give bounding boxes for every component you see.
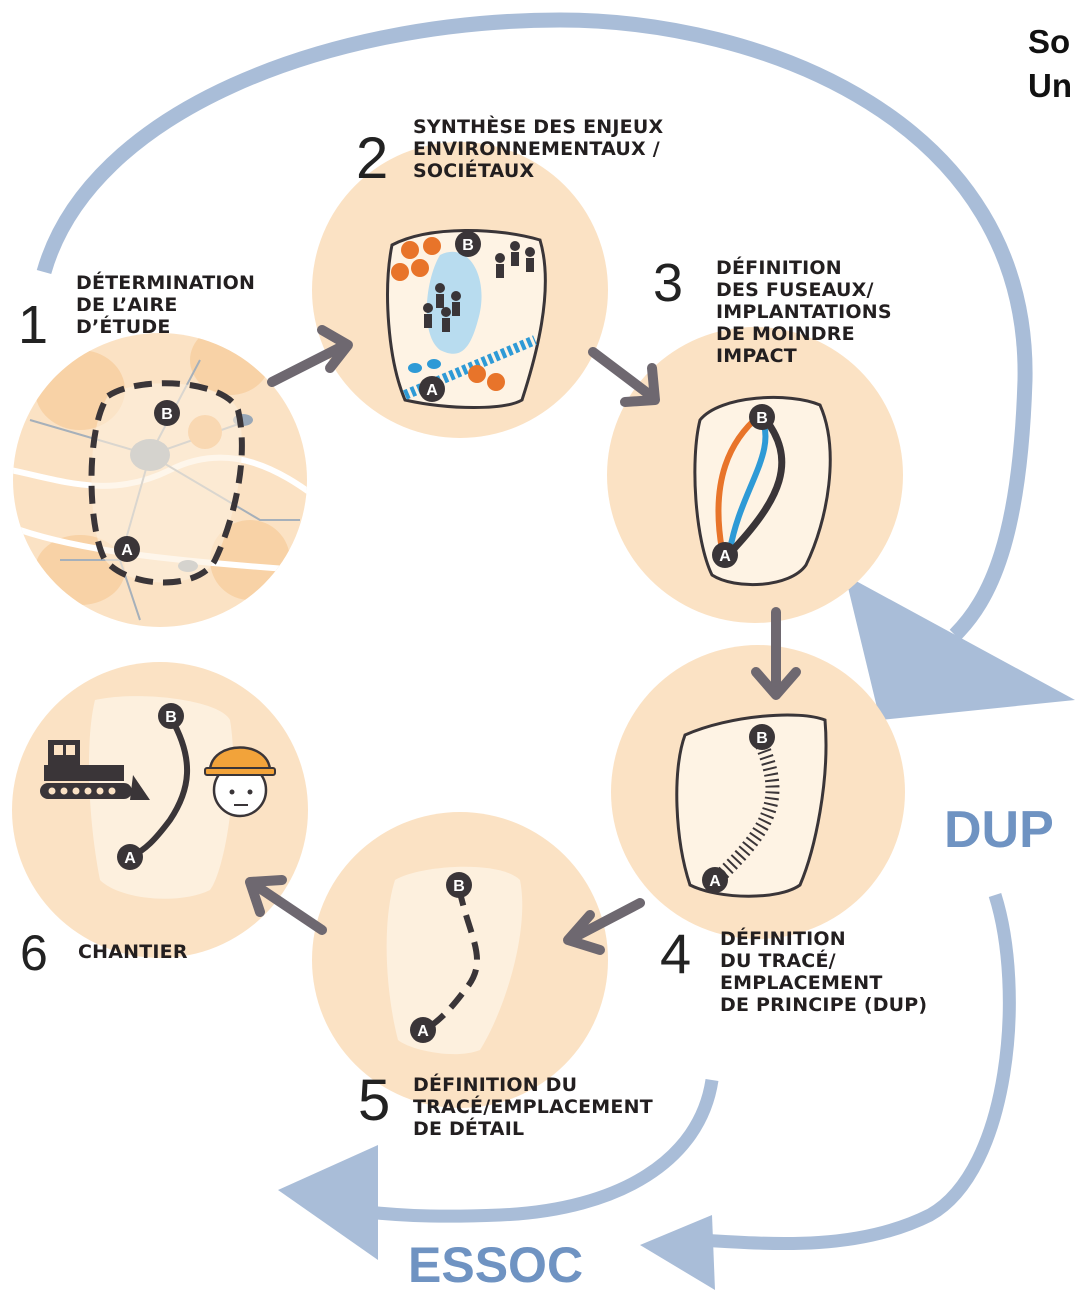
illustration-detailed-route	[386, 866, 523, 1055]
step-arrows	[245, 325, 801, 955]
marker-a-step-3: A	[712, 542, 738, 568]
marker-b-step-1: B	[154, 400, 180, 426]
essoc-label: ESSOC	[408, 1237, 584, 1293]
step-label-5: DÉFINITION DU TRACÉ/EMPLACEMENT DE DÉTAI…	[413, 1074, 653, 1140]
tree-icons	[391, 237, 505, 391]
illustration-corridors	[693, 396, 832, 587]
svg-text:A: A	[426, 382, 438, 399]
people-icons	[423, 241, 535, 332]
arrow-3-to-4	[751, 607, 801, 700]
marker-b-step-5: B	[446, 872, 472, 898]
corner-text-line-1: So	[1028, 23, 1071, 60]
arrow-2-to-3	[588, 347, 660, 407]
svg-text:B: B	[161, 406, 173, 423]
essoc-return-arrows	[278, 893, 1016, 1290]
step-label-4: DÉFINITION DU TRACÉ/ EMPLACEMENT DE PRIN…	[720, 928, 928, 1016]
step-number-4: 4	[660, 922, 692, 985]
step-label-3: DÉFINITION DES FUSEAUX/ IMPLANTATIONS DE…	[716, 257, 892, 367]
marker-b-step-2: B	[455, 231, 481, 257]
step-label-6: CHANTIER	[78, 941, 188, 963]
arrow-5-to-6	[245, 875, 327, 935]
step-number-6: 6	[20, 925, 48, 981]
essoc-arrowhead-right	[640, 1215, 715, 1290]
svg-text:A: A	[124, 850, 136, 867]
duck-icons	[408, 359, 441, 373]
marker-a-step-4: A	[702, 867, 728, 893]
marker-a-step-5: A	[410, 1017, 436, 1043]
worker-icon	[204, 746, 276, 818]
dup-label: DUP	[944, 801, 1054, 859]
step-number-1: 1	[18, 295, 49, 355]
svg-text:A: A	[709, 873, 721, 890]
marker-b-step-4: B	[749, 724, 775, 750]
svg-text:B: B	[462, 237, 474, 254]
marker-a-step-6: A	[117, 844, 143, 870]
svg-text:A: A	[417, 1023, 429, 1040]
marker-a-step-1: A	[114, 536, 140, 562]
step-label-1: DÉTERMINATION DE L’AIRE D’ÉTUDE	[76, 272, 256, 338]
marker-b-step-6: B	[158, 703, 184, 729]
essoc-arrowhead-left	[278, 1145, 378, 1260]
dup-loop-arrow	[36, 12, 1075, 720]
step-number-5: 5	[358, 1068, 391, 1133]
step-label-2: SYNTHÈSE DES ENJEUX ENVIRONNEMENTAUX / S…	[413, 116, 664, 182]
svg-text:A: A	[719, 548, 731, 565]
marker-a-step-2: A	[419, 376, 445, 402]
corner-text-line-2: Un	[1028, 67, 1072, 104]
step-number-3: 3	[653, 253, 684, 313]
arrow-1-to-2	[267, 325, 353, 387]
svg-text:B: B	[453, 878, 465, 895]
svg-text:B: B	[756, 730, 768, 747]
svg-text:B: B	[756, 410, 768, 427]
svg-text:B: B	[165, 709, 177, 726]
marker-b-step-3: B	[749, 404, 775, 430]
illustration-environment-synthesis	[386, 229, 547, 409]
illustration-principle-route	[675, 713, 828, 898]
bulldozer-icon	[40, 740, 150, 800]
svg-text:A: A	[121, 542, 133, 559]
arrow-4-to-5	[563, 898, 645, 955]
step-number-2: 2	[356, 126, 389, 191]
